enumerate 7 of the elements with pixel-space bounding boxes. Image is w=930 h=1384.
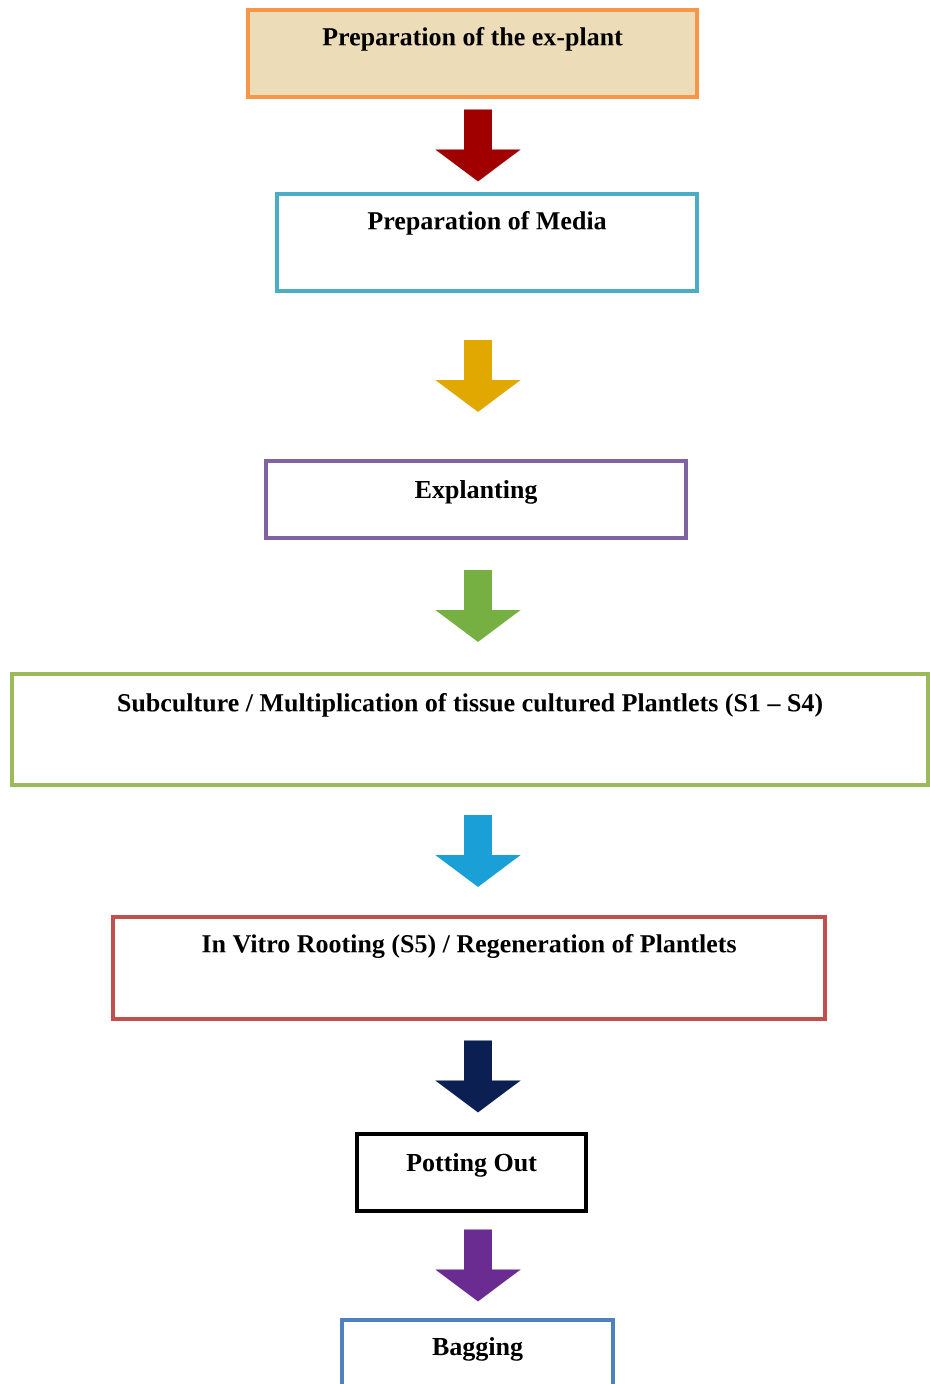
step-box: Preparation of the ex-plant — [246, 8, 699, 99]
step-box: Subculture / Multiplication of tissue cultured Plantlets (S1 – S4) — [10, 672, 930, 787]
step-box: Preparation of Media — [275, 192, 699, 293]
step-box: Bagging — [340, 1318, 615, 1384]
step-box: In Vitro Rooting (S5) / Regeneration of Plantlets — [111, 915, 827, 1021]
step-box: Explanting — [264, 459, 688, 540]
step-box: Potting Out — [355, 1132, 588, 1213]
